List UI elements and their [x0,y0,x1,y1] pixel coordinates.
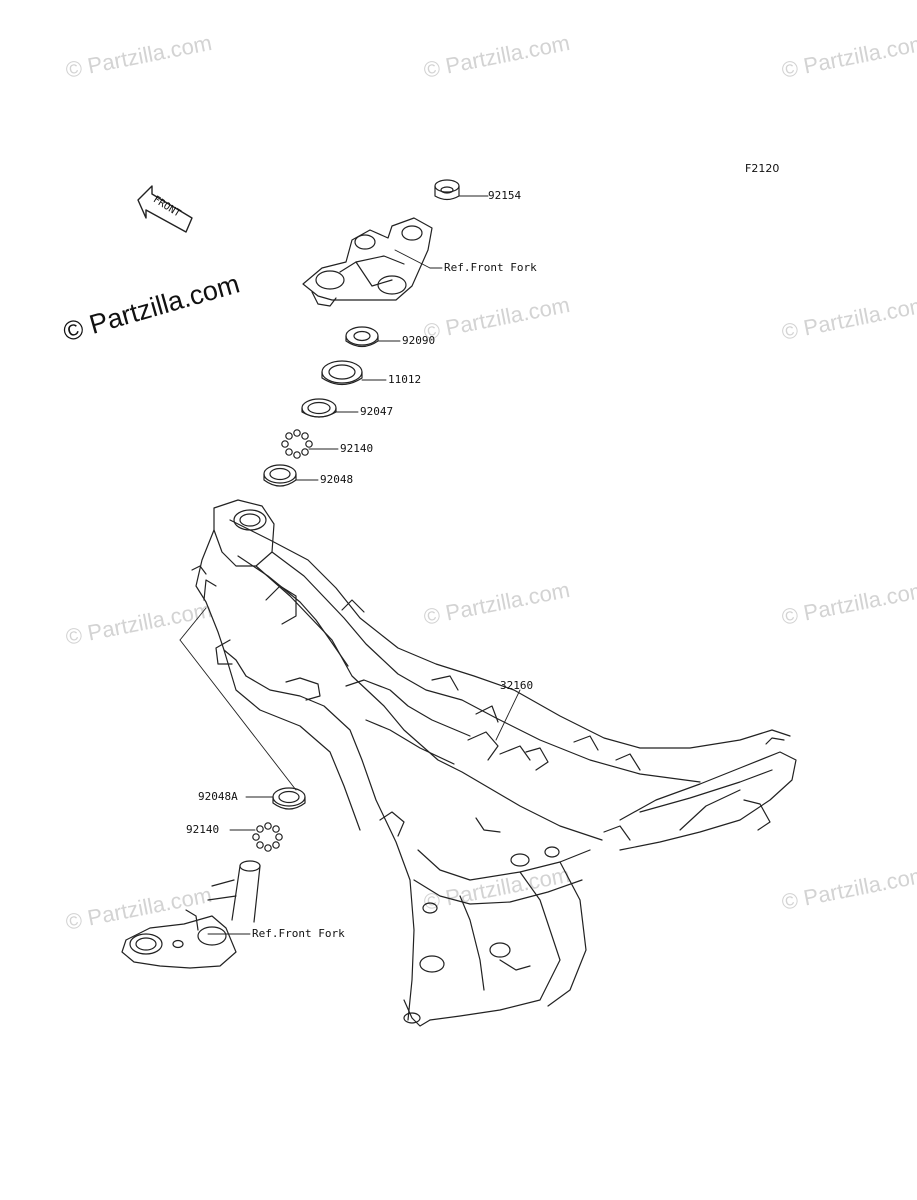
main-frame-32160 [191,499,797,1027]
callout-92090: 92090 [402,334,436,347]
bearing-11012 [321,360,363,386]
callout-92047: 92047 [360,405,394,418]
upper-triple-clamp [302,217,433,307]
balls-92140-lower [252,822,283,852]
callout-92140-upper: 92140 [340,442,374,455]
race-92047 [301,398,337,418]
callout-11012: 11012 [388,373,422,386]
race-92048 [263,464,297,487]
callout-92048: 92048 [320,473,354,486]
balls-92140-upper [281,429,313,459]
callout-32160: 32160 [500,679,534,692]
steering-stem-head-nut [434,179,460,201]
figure-id: F2120 [745,162,780,175]
race-92048A [272,787,306,810]
front-arrow-icon: FRONT [137,185,193,233]
callout-92154: 92154 [488,189,522,202]
callout-ref-front-fork-upper: Ref.Front Fork [444,261,537,274]
seal-92090 [345,326,379,348]
steering-stem [121,860,261,969]
callout-92140-lower: 92140 [186,823,220,836]
leader-lines [179,195,521,935]
callout-ref-front-fork-lower: Ref.Front Fork [252,927,345,940]
callout-92048A: 92048A [198,790,238,803]
